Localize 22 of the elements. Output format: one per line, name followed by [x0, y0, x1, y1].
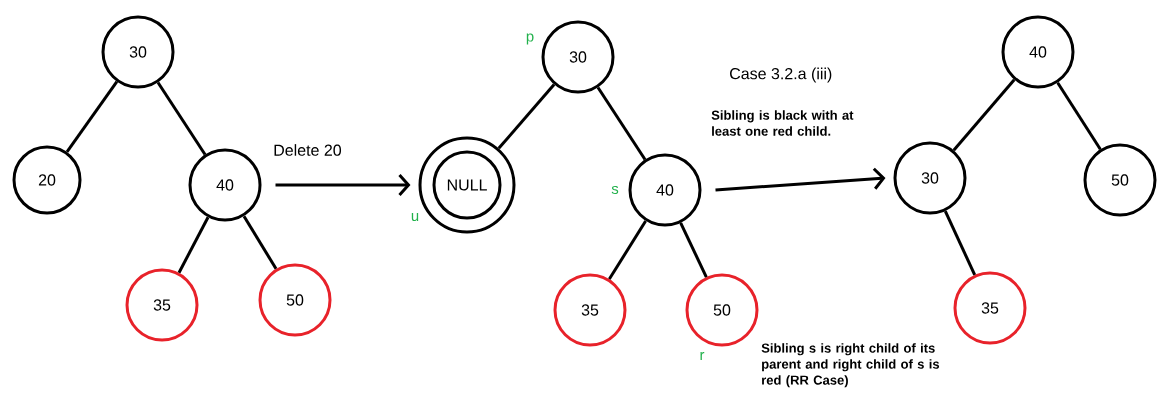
- node-tag: r: [700, 351, 705, 361]
- node-tag: u: [411, 212, 419, 221]
- tree-edge: [156, 81, 207, 156]
- tree-edge: [177, 216, 210, 274]
- tree-edge: [65, 80, 119, 153]
- arrow: [715, 167, 886, 192]
- note-text: Sibling s is right child of its parent and right child of s is red (RR Case): [761, 343, 940, 388]
- tree-edge: [497, 83, 556, 150]
- tree-edge: [952, 78, 1016, 152]
- double-circle-node: NULL: [418, 136, 516, 234]
- tree-edge: [608, 220, 647, 280]
- tree-edge: [1056, 81, 1102, 151]
- tree-edge: [242, 215, 278, 270]
- arrow: [275, 174, 411, 196]
- node-tag: p: [526, 33, 534, 45]
- edge-label: Sibling is black with at least one red child.: [711, 110, 854, 136]
- node-tag: s: [611, 185, 619, 195]
- tree-edge: [596, 86, 647, 161]
- tree-edge: [679, 222, 708, 278]
- tree-edge: [943, 210, 977, 276]
- note-text: Case 3.2.a (iii): [730, 67, 832, 83]
- edge-label: Delete 20: [274, 144, 342, 156]
